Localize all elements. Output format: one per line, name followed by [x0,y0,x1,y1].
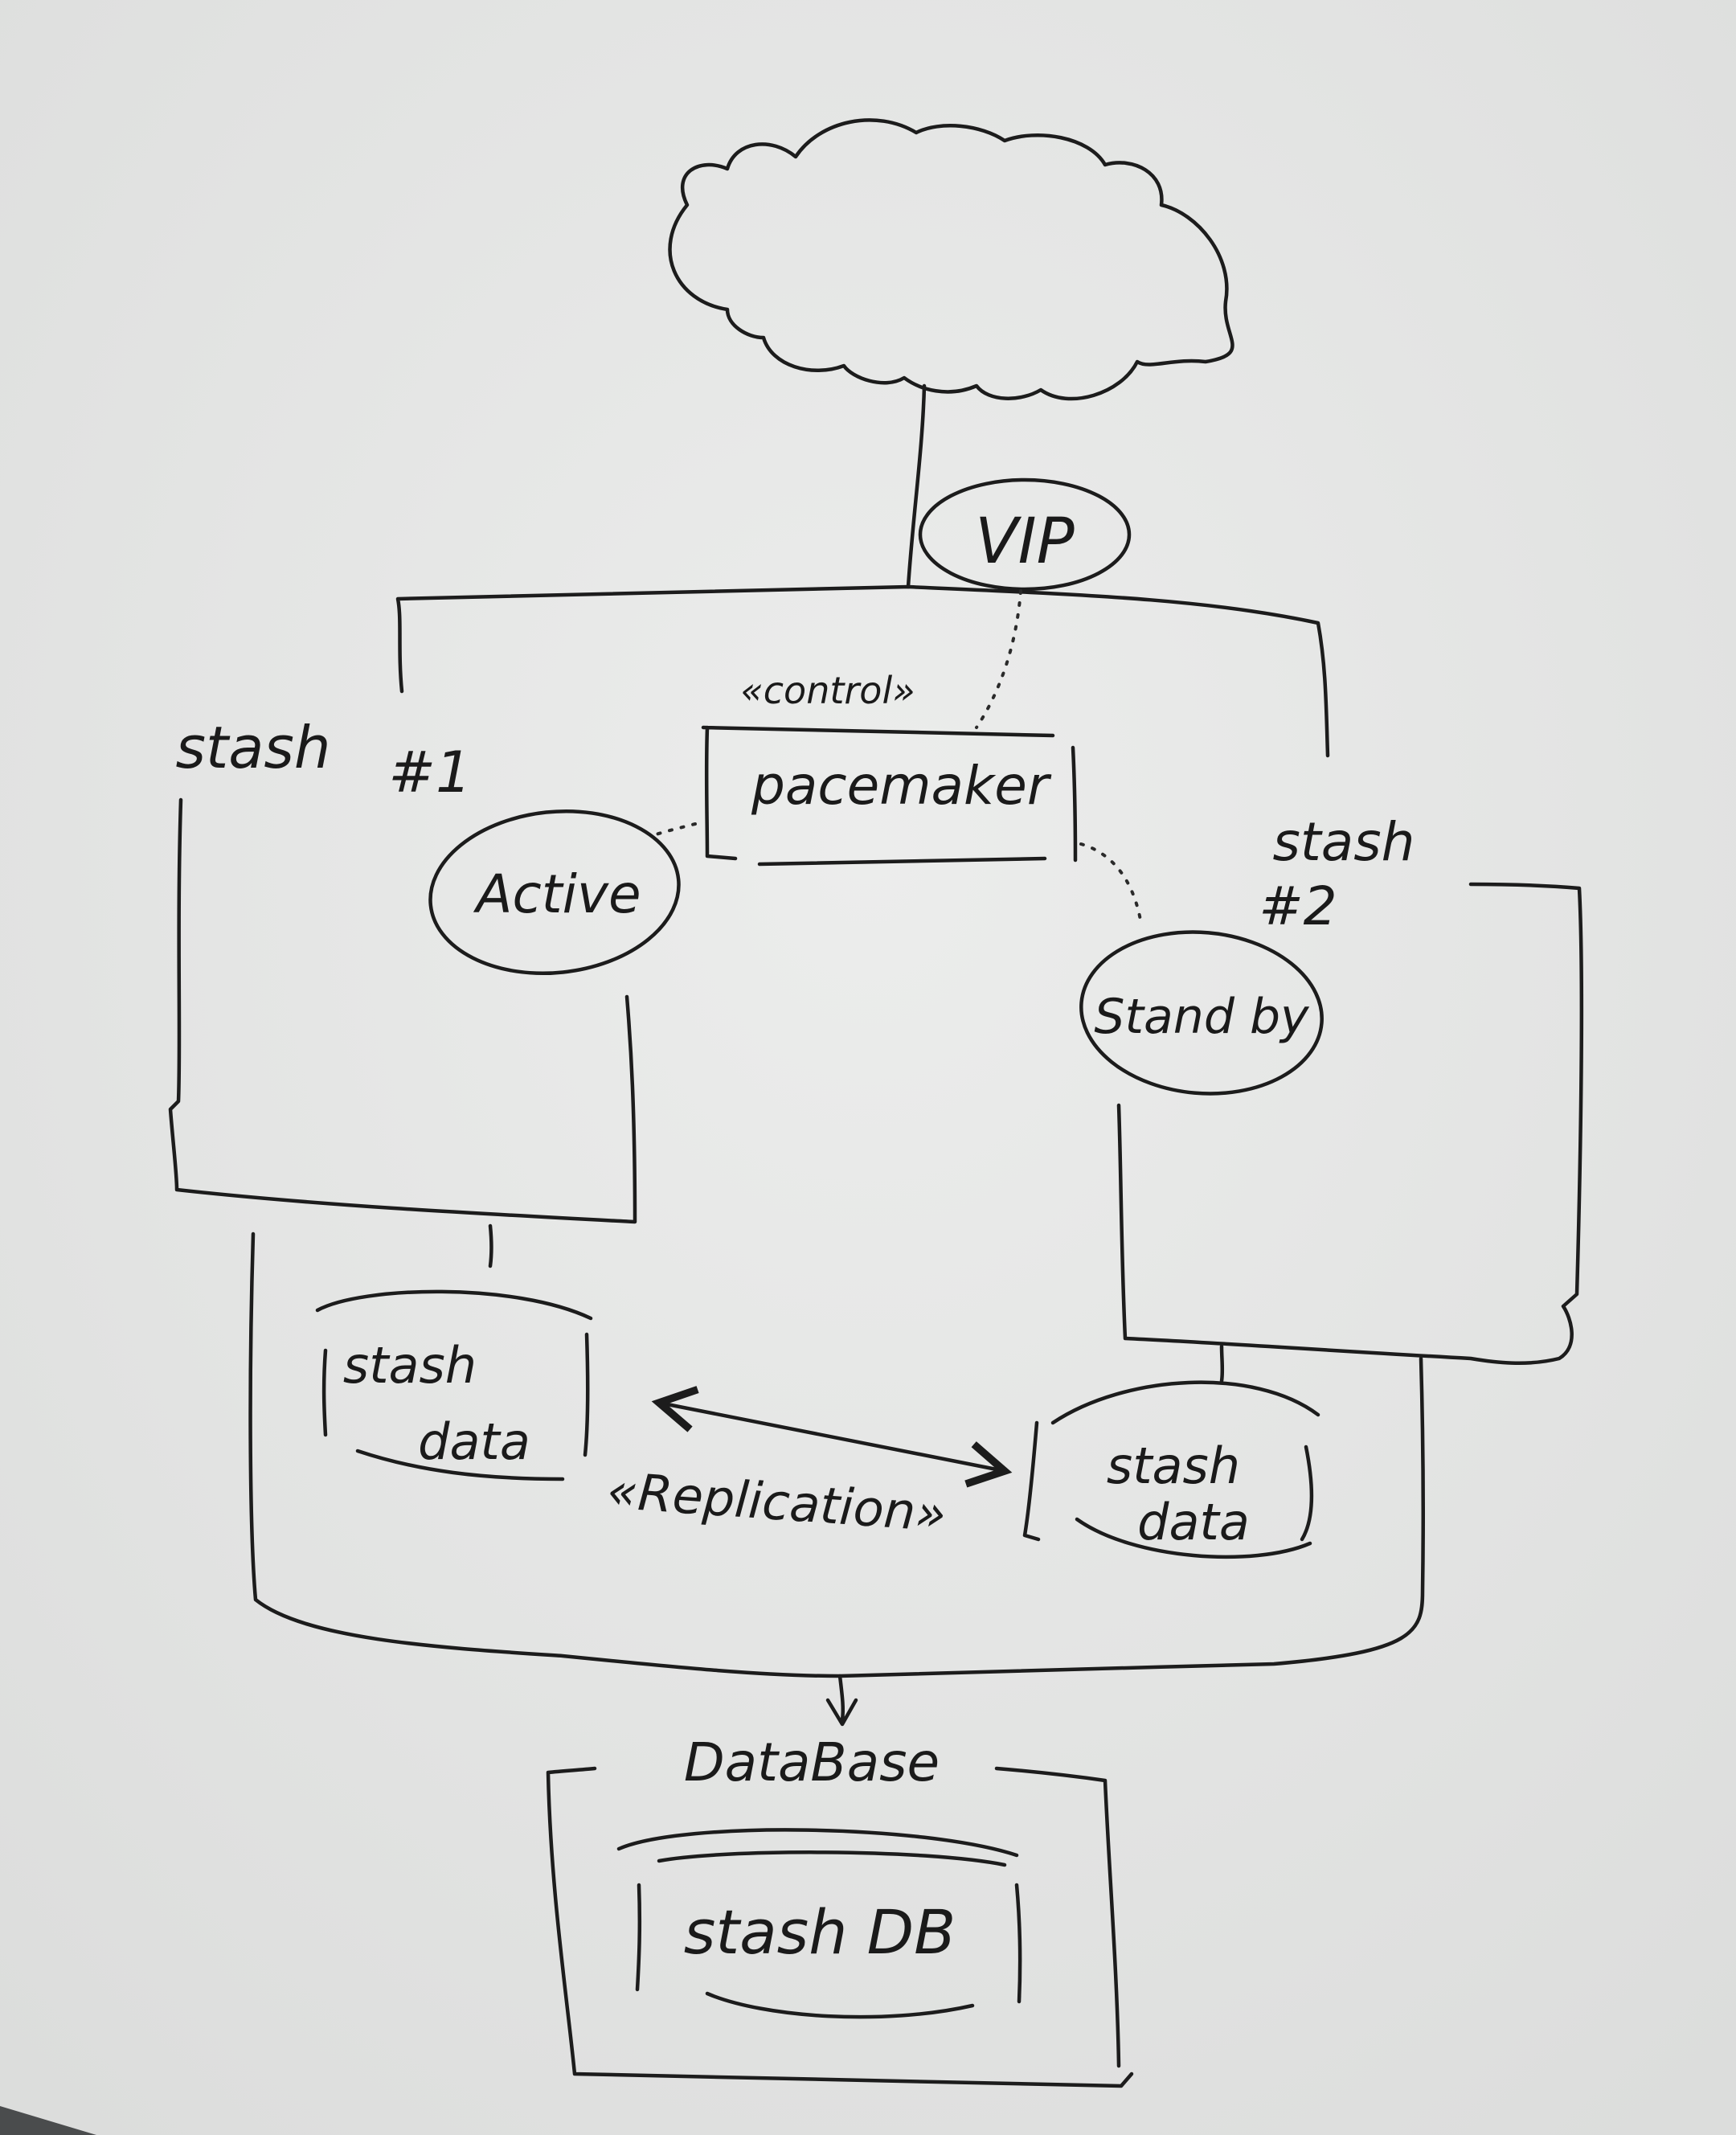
stash-data-left-line2: data [418,1412,530,1471]
replication-arrow [651,1386,1013,1488]
stash-data-right-line2: data [1137,1493,1250,1551]
stash1-box [168,797,637,1224]
control-stereotype: «control» [740,669,915,712]
table-edge [0,2106,96,2135]
stash-data-right-line1: stash [1107,1436,1240,1495]
pacemaker-label: pacemaker [751,755,1052,817]
stash1-to-data-line [488,1223,493,1268]
cloud-icon [668,118,1234,401]
active-label: Active [473,863,641,925]
cloud-link-line [906,383,927,589]
stash2-box [1116,882,1584,1365]
standby-ellipse [1079,930,1324,1096]
stash1-number: #1 [388,740,471,805]
stash1-label: stash [175,714,330,781]
stash-db-label: stash DB [684,1896,956,1968]
standby-label: Stand by [1094,989,1310,1045]
bottom-bus-line [248,1231,1426,1678]
database-box [546,1766,1134,2088]
pacemaker-active-link [649,822,697,838]
stash-data-left-cylinder [315,1289,593,1481]
database-connector [825,1674,858,1727]
database-label: DataBase [684,1731,940,1793]
stash-data-right-cylinder [1022,1380,1320,1559]
stash-db-cylinder [616,1828,1022,2019]
vip-pacemaker-link [975,589,1022,729]
stash2-label: stash [1273,811,1415,873]
stash-data-left-line1: stash [343,1336,477,1395]
vip-ellipse [918,477,1132,592]
active-ellipse [428,809,681,976]
pacemaker-box [701,725,1078,867]
stash2-number: #2 [1259,875,1337,937]
top-bus-line [395,584,1330,758]
vip-label: VIP [975,506,1074,578]
